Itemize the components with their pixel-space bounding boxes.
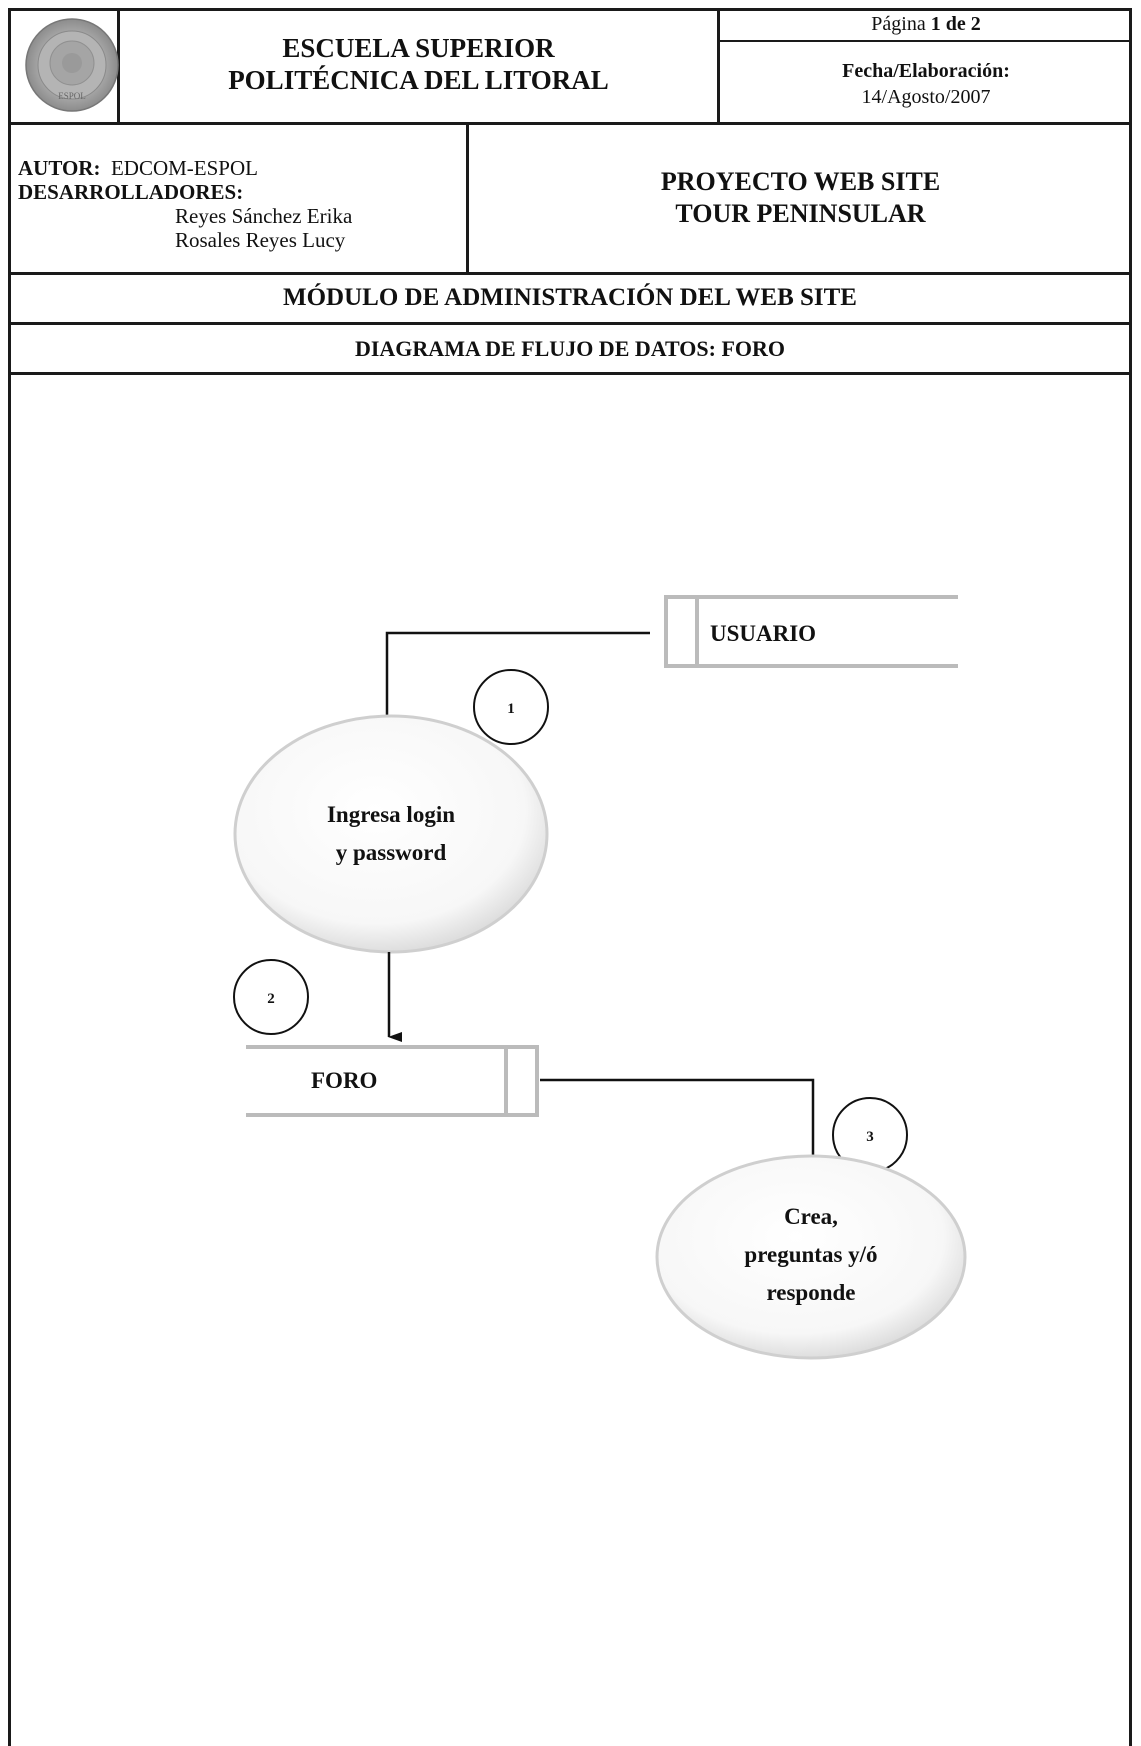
date-block: Fecha/Elaboración: 14/Agosto/2007 [720,58,1132,110]
page-label: Página [871,13,926,35]
date-separator [717,8,720,124]
espol-seal-logo: ESPOL [22,15,122,115]
project-title: PROYECTO WEB SITE TOUR PENINSULAR [469,166,1132,230]
step-3-label: 3 [866,1129,874,1145]
page-number: Página 1 de 2 [720,12,1132,36]
entity-usuario: USUARIO [664,595,958,668]
step-1-marker: 1 [473,669,549,745]
process-1-line1: Ingresa login [327,802,455,827]
date-value: 14/Agosto/2007 [861,86,991,108]
project-separator [466,124,469,274]
step-2-label: 2 [267,991,275,1007]
date-label: Fecha/Elaboración: [842,60,1010,82]
flow-usuario-to-login [385,631,650,748]
module-title: MÓDULO DE ADMINISTRACIÓN DEL WEB SITE [283,284,857,311]
page-current: 1 [930,13,941,35]
institution-line2: POLITÉCNICA DEL LITORAL [228,65,609,95]
process-2-line3: responde [766,1280,855,1305]
developer-1: Reyes Sánchez Erika [175,204,353,228]
diagram-title-divider [8,372,1132,375]
flow-foro-to-crea [540,1078,826,1177]
header-divider [8,122,1132,125]
diagram-title: DIAGRAMA DE FLUJO DE DATOS: FORO [354,336,786,361]
authors-block: AUTOR: EDCOM-ESPOL DESARROLLADORES: Reye… [18,156,352,252]
page-date-divider [717,40,1132,42]
process-ingresa-login: Ingresa login y password [233,714,549,954]
process-1-line2: y password [336,840,447,865]
institution-line1: ESCUELA SUPERIOR [282,33,555,63]
developers-label: DESARROLLADORES: [18,180,244,204]
seal-text: ESPOL [58,91,86,101]
author-label: AUTOR: [18,156,101,180]
project-line2: TOUR PENINSULAR [675,199,926,228]
page-of: de [945,13,966,35]
step-1-label: 1 [507,701,515,717]
store-foro-label: FORO [311,1068,377,1093]
authors-divider [8,272,1132,275]
process-crea-preguntas: Crea, preguntas y/ó responde [655,1154,967,1360]
author-value: EDCOM-ESPOL [110,156,258,180]
developer-2: Rosales Reyes Lucy [175,228,346,252]
institution-title: ESCUELA SUPERIOR POLITÉCNICA DEL LITORAL [120,32,717,96]
process-2-line1: Crea, [784,1204,838,1229]
process-2-line2: preguntas y/ó [744,1242,877,1267]
store-foro: FORO [246,1045,539,1117]
page-frame [8,8,1132,1746]
project-line1: PROYECTO WEB SITE [660,167,941,196]
page-total: 2 [970,13,981,35]
module-divider [8,322,1132,325]
entity-usuario-label: USUARIO [710,621,816,646]
step-2-marker: 2 [233,959,309,1035]
